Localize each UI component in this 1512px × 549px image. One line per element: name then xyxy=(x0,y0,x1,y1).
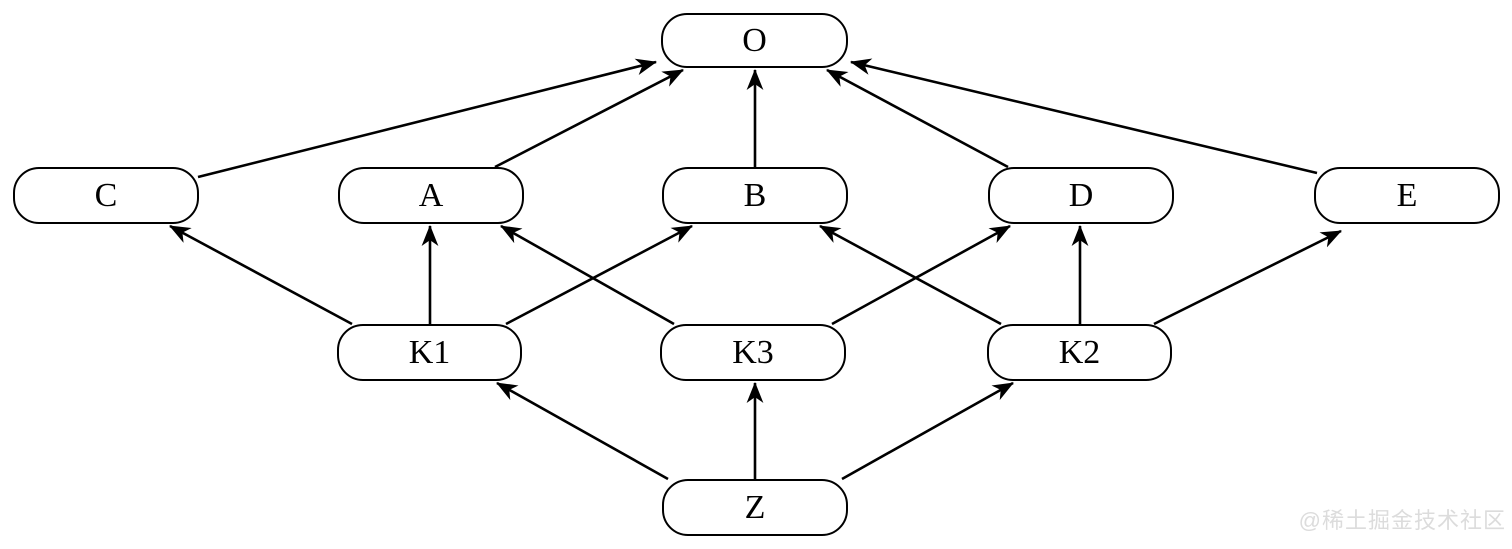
edge-Z-K2 xyxy=(841,381,1014,481)
node-label-E: E xyxy=(1396,176,1418,214)
node-B: B xyxy=(662,167,848,224)
node-label-Z: Z xyxy=(744,488,766,526)
node-label-O: O xyxy=(742,21,767,59)
edge-C-O xyxy=(197,58,658,179)
edge-K2-B xyxy=(819,224,1002,326)
edge-Z-K1 xyxy=(496,381,669,481)
node-Z: Z xyxy=(662,479,848,536)
node-K2: K2 xyxy=(987,324,1172,381)
node-label-K3: K3 xyxy=(732,333,774,371)
watermark: @稀土掘金技术社区 xyxy=(1298,508,1506,533)
node-O: O xyxy=(661,13,848,68)
edge-K1-C xyxy=(169,224,353,326)
node-A: A xyxy=(338,167,524,224)
edge-A-O xyxy=(494,68,684,169)
edge-D-O xyxy=(826,68,1009,169)
node-label-C: C xyxy=(94,176,118,214)
node-K3: K3 xyxy=(660,324,846,381)
node-D: D xyxy=(988,167,1174,224)
edge-K3-A xyxy=(500,224,675,326)
node-K1: K1 xyxy=(337,324,522,381)
edge-K3-D xyxy=(831,224,1011,326)
node-E: E xyxy=(1314,167,1500,224)
node-C: C xyxy=(13,167,199,224)
edge-E-O xyxy=(849,58,1318,175)
node-label-K1: K1 xyxy=(408,333,451,371)
node-label-A: A xyxy=(418,176,444,214)
node-label-D: D xyxy=(1068,176,1094,214)
node-label-B: B xyxy=(743,176,767,214)
edge-K2-E xyxy=(1153,229,1342,326)
node-label-K2: K2 xyxy=(1058,333,1101,371)
edge-K1-B xyxy=(505,224,693,326)
